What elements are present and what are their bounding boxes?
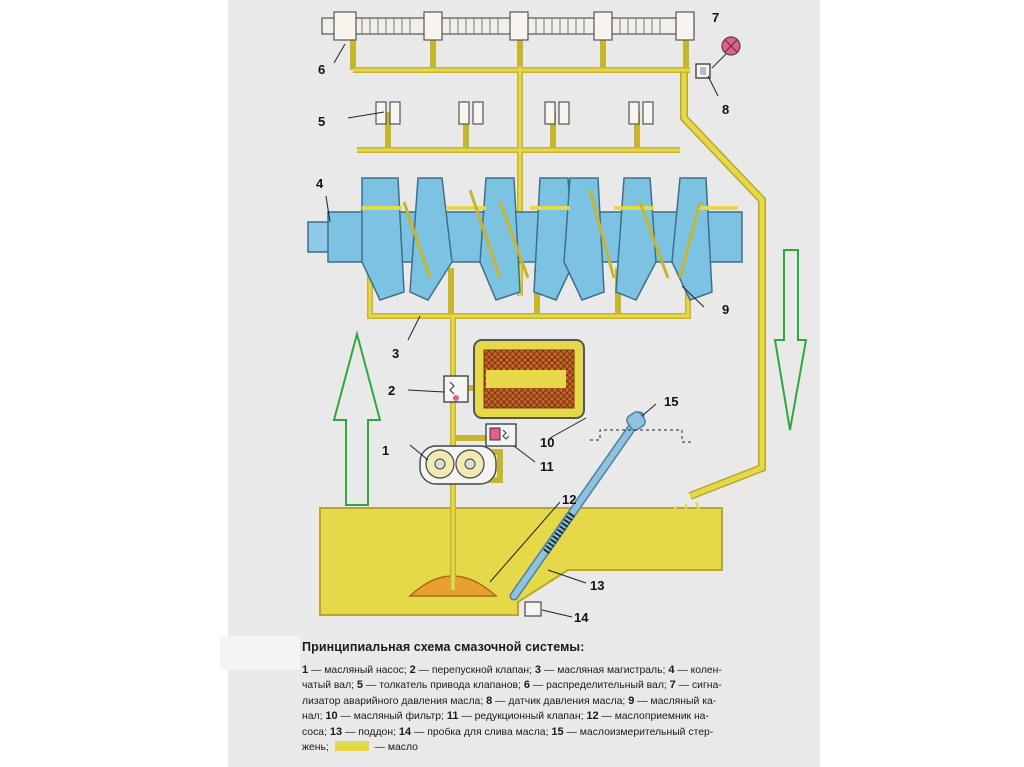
label-8: 8 [722, 102, 729, 117]
legend-text: — маслоизмерительный стер- [563, 726, 714, 738]
legend-number: 3 [534, 664, 542, 676]
caption-line: жень; — масло [302, 740, 814, 755]
caption-title: Принципиальная схема смазочной системы: [302, 640, 585, 654]
bypass-valve [443, 375, 469, 403]
legend-number: 12 [586, 710, 599, 723]
legend-number: 10 [325, 710, 338, 723]
pressure-sensor [695, 63, 711, 79]
legend-number: 2 [409, 664, 416, 676]
oil-flow-down-arrow [773, 249, 808, 431]
legend-text: — колен- [674, 665, 722, 676]
drain-plug [524, 601, 542, 617]
oil-pan: · · · · · · · · · [319, 507, 723, 616]
legend-text: — редукционный клапан; [458, 711, 587, 723]
caption-line: 1 — масляный насос; 2 — перепускной клап… [302, 663, 814, 678]
legend-text: — масляный ка- [634, 695, 717, 707]
legend-number: 9 [628, 694, 635, 707]
legend-text: чатый вал; [302, 680, 357, 692]
legend-number: 4 [668, 664, 675, 676]
legend-number: 5 [356, 679, 364, 692]
legend-text: — перепускной клапан; [415, 665, 535, 676]
legend-text: — масляный фильтр; [337, 711, 447, 723]
legend-number: 7 [669, 679, 676, 692]
legend-text: нал; [302, 711, 326, 723]
legend-text: — масло [371, 742, 418, 754]
caption-line: чатый вал; 5 — толкатель привода клапано… [302, 678, 814, 693]
legend-text: — датчик давления масла; [492, 695, 629, 707]
legend-text: — масляный насос; [308, 665, 410, 676]
camshaft [321, 11, 695, 41]
oil-pump [419, 445, 497, 485]
label-5: 5 [318, 114, 325, 129]
reducing-valve [485, 423, 517, 447]
leader-lines [325, 43, 719, 618]
crankshaft [307, 177, 743, 301]
label-2: 2 [388, 383, 395, 398]
legend-text: — толкатель привода клапанов; [363, 680, 524, 692]
blank-patch [220, 636, 300, 670]
legend-number: 1 [302, 664, 309, 676]
label-11: 11 [540, 459, 554, 474]
label-9: 9 [722, 302, 729, 317]
legend-text: — пробка для слива масла; [411, 726, 552, 738]
label-6: 6 [318, 62, 325, 77]
oil-color-swatch [334, 741, 369, 752]
legend-number: 8 [486, 694, 493, 707]
label-10: 10 [540, 435, 554, 450]
label-12: 12 [562, 492, 576, 507]
label-4: 4 [316, 176, 324, 191]
legend-text: — поддон; [342, 726, 399, 738]
valve-lifters [375, 101, 654, 125]
legend-text: — масляная магистраль; [541, 665, 669, 676]
legend-text: соса; [302, 726, 330, 738]
label-3: 3 [392, 346, 399, 361]
legend-text: — сигна- [675, 680, 722, 692]
pressure-alarm [711, 36, 741, 69]
label-13: 13 [590, 578, 604, 593]
label-15: 15 [664, 394, 678, 409]
legend-text: жень; [302, 742, 332, 754]
oil-return-line [659, 70, 766, 521]
label-1: 1 [382, 443, 389, 458]
oil-filter [473, 339, 585, 419]
legend-number: 13 [329, 725, 343, 738]
dipstick [509, 411, 646, 601]
oil-flow-up-arrow [332, 330, 382, 506]
svg-text:· · · · · · · · ·: · · · · · · · · · [340, 540, 387, 550]
legend-number: 14 [398, 725, 412, 738]
legend-text: — маслоприемник на- [598, 711, 709, 723]
label-7: 7 [712, 10, 719, 25]
label-14: 14 [574, 610, 589, 625]
legend-number: 15 [551, 725, 564, 738]
legend-text: — распределительный вал; [529, 680, 670, 692]
legend-number: 11 [446, 710, 459, 723]
caption-legend: 1 — масляный насос; 2 — перепускной клап… [302, 663, 814, 755]
diagram-caption: Принципиальная схема смазочной системы: … [302, 640, 814, 755]
caption-line: нал; 10 — масляный фильтр; 11 — редукцио… [302, 709, 814, 724]
legend-text: лизатор аварийного давления масла; [302, 695, 487, 707]
caption-line: лизатор аварийного давления масла; 8 — д… [302, 694, 814, 709]
caption-line: соса; 13 — поддон; 14 — пробка для слива… [302, 725, 814, 740]
legend-number: 6 [523, 679, 530, 692]
